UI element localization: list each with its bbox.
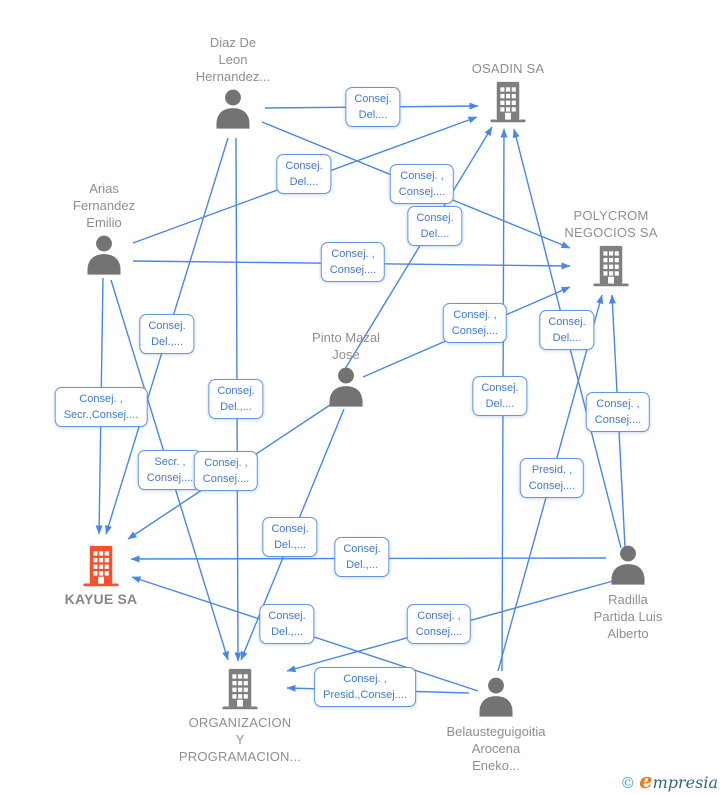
brand-name: mpresia — [652, 773, 718, 792]
edge-label-arias-kayue[interactable]: Consej. ,Secr.,Consej.... — [54, 387, 148, 427]
edge-label-diaz-kayue[interactable]: Consej.Del.,... — [139, 314, 195, 354]
edge-label-radilla-polycrom[interactable]: Consej. ,Consej.... — [585, 392, 651, 432]
edge-label-arias-osadin[interactable]: Consej.Del.... — [276, 154, 332, 194]
edge-label-pinto-organizacion[interactable]: Consej.Del.,... — [262, 517, 318, 557]
person-icon — [323, 367, 369, 414]
brand-initial: e — [639, 768, 653, 793]
person-icon — [81, 235, 127, 282]
building-icon — [485, 78, 532, 130]
watermark-logo[interactable]: ©empresia — [620, 768, 718, 793]
edge-label-arias-organizacion[interactable]: Secr. ,Consej.... — [137, 450, 203, 490]
edge-label-belausteguigoitia-polycrom[interactable]: Presid. ,Consej.... — [519, 458, 585, 498]
edge-label-radilla-osadin[interactable]: Consej.Del.... — [539, 310, 595, 350]
edge-label-belausteguigoitia-organizacion[interactable]: Consej. ,Presid.,Consej.... — [314, 667, 416, 707]
node-label-osadin: OSADIN SA — [471, 61, 545, 76]
person-icon — [210, 89, 256, 136]
person-icon — [473, 677, 519, 724]
edge-label-belausteguigoitia-osadin[interactable]: Consej.Del.... — [472, 376, 528, 416]
building-icon — [217, 665, 264, 717]
copyright-icon: © — [620, 774, 636, 792]
edge-label-belausteguigoitia-kayue[interactable]: Consej.Del.,... — [259, 604, 315, 644]
edge-label-radilla-organizacion[interactable]: Consej. ,Consej.... — [406, 604, 472, 644]
node-label-kayue: KAYUE SA — [64, 591, 138, 607]
edge-label-pinto-polycrom[interactable]: Consej. ,Consej.... — [442, 303, 508, 343]
edge-label-diaz-organizacion[interactable]: Consej.Del.,... — [208, 379, 264, 419]
edge-label-pinto-osadin[interactable]: Consej.Del.... — [407, 206, 463, 246]
edge-label-radilla-kayue[interactable]: Consej.Del.,... — [334, 537, 390, 577]
edge-label-pinto-kayue[interactable]: Consej. ,Consej.... — [193, 451, 259, 491]
edge-line-pinto-osadin — [341, 126, 493, 375]
edge-label-diaz-osadin[interactable]: Consej.Del.... — [345, 87, 401, 127]
person-icon — [605, 545, 651, 592]
edge-label-arias-polycrom[interactable]: Consej. ,Consej.... — [320, 242, 386, 282]
building-icon — [78, 542, 125, 594]
edge-label-diaz-polycrom[interactable]: Consej. ,Consej.... — [389, 164, 455, 204]
building-icon — [588, 242, 635, 294]
